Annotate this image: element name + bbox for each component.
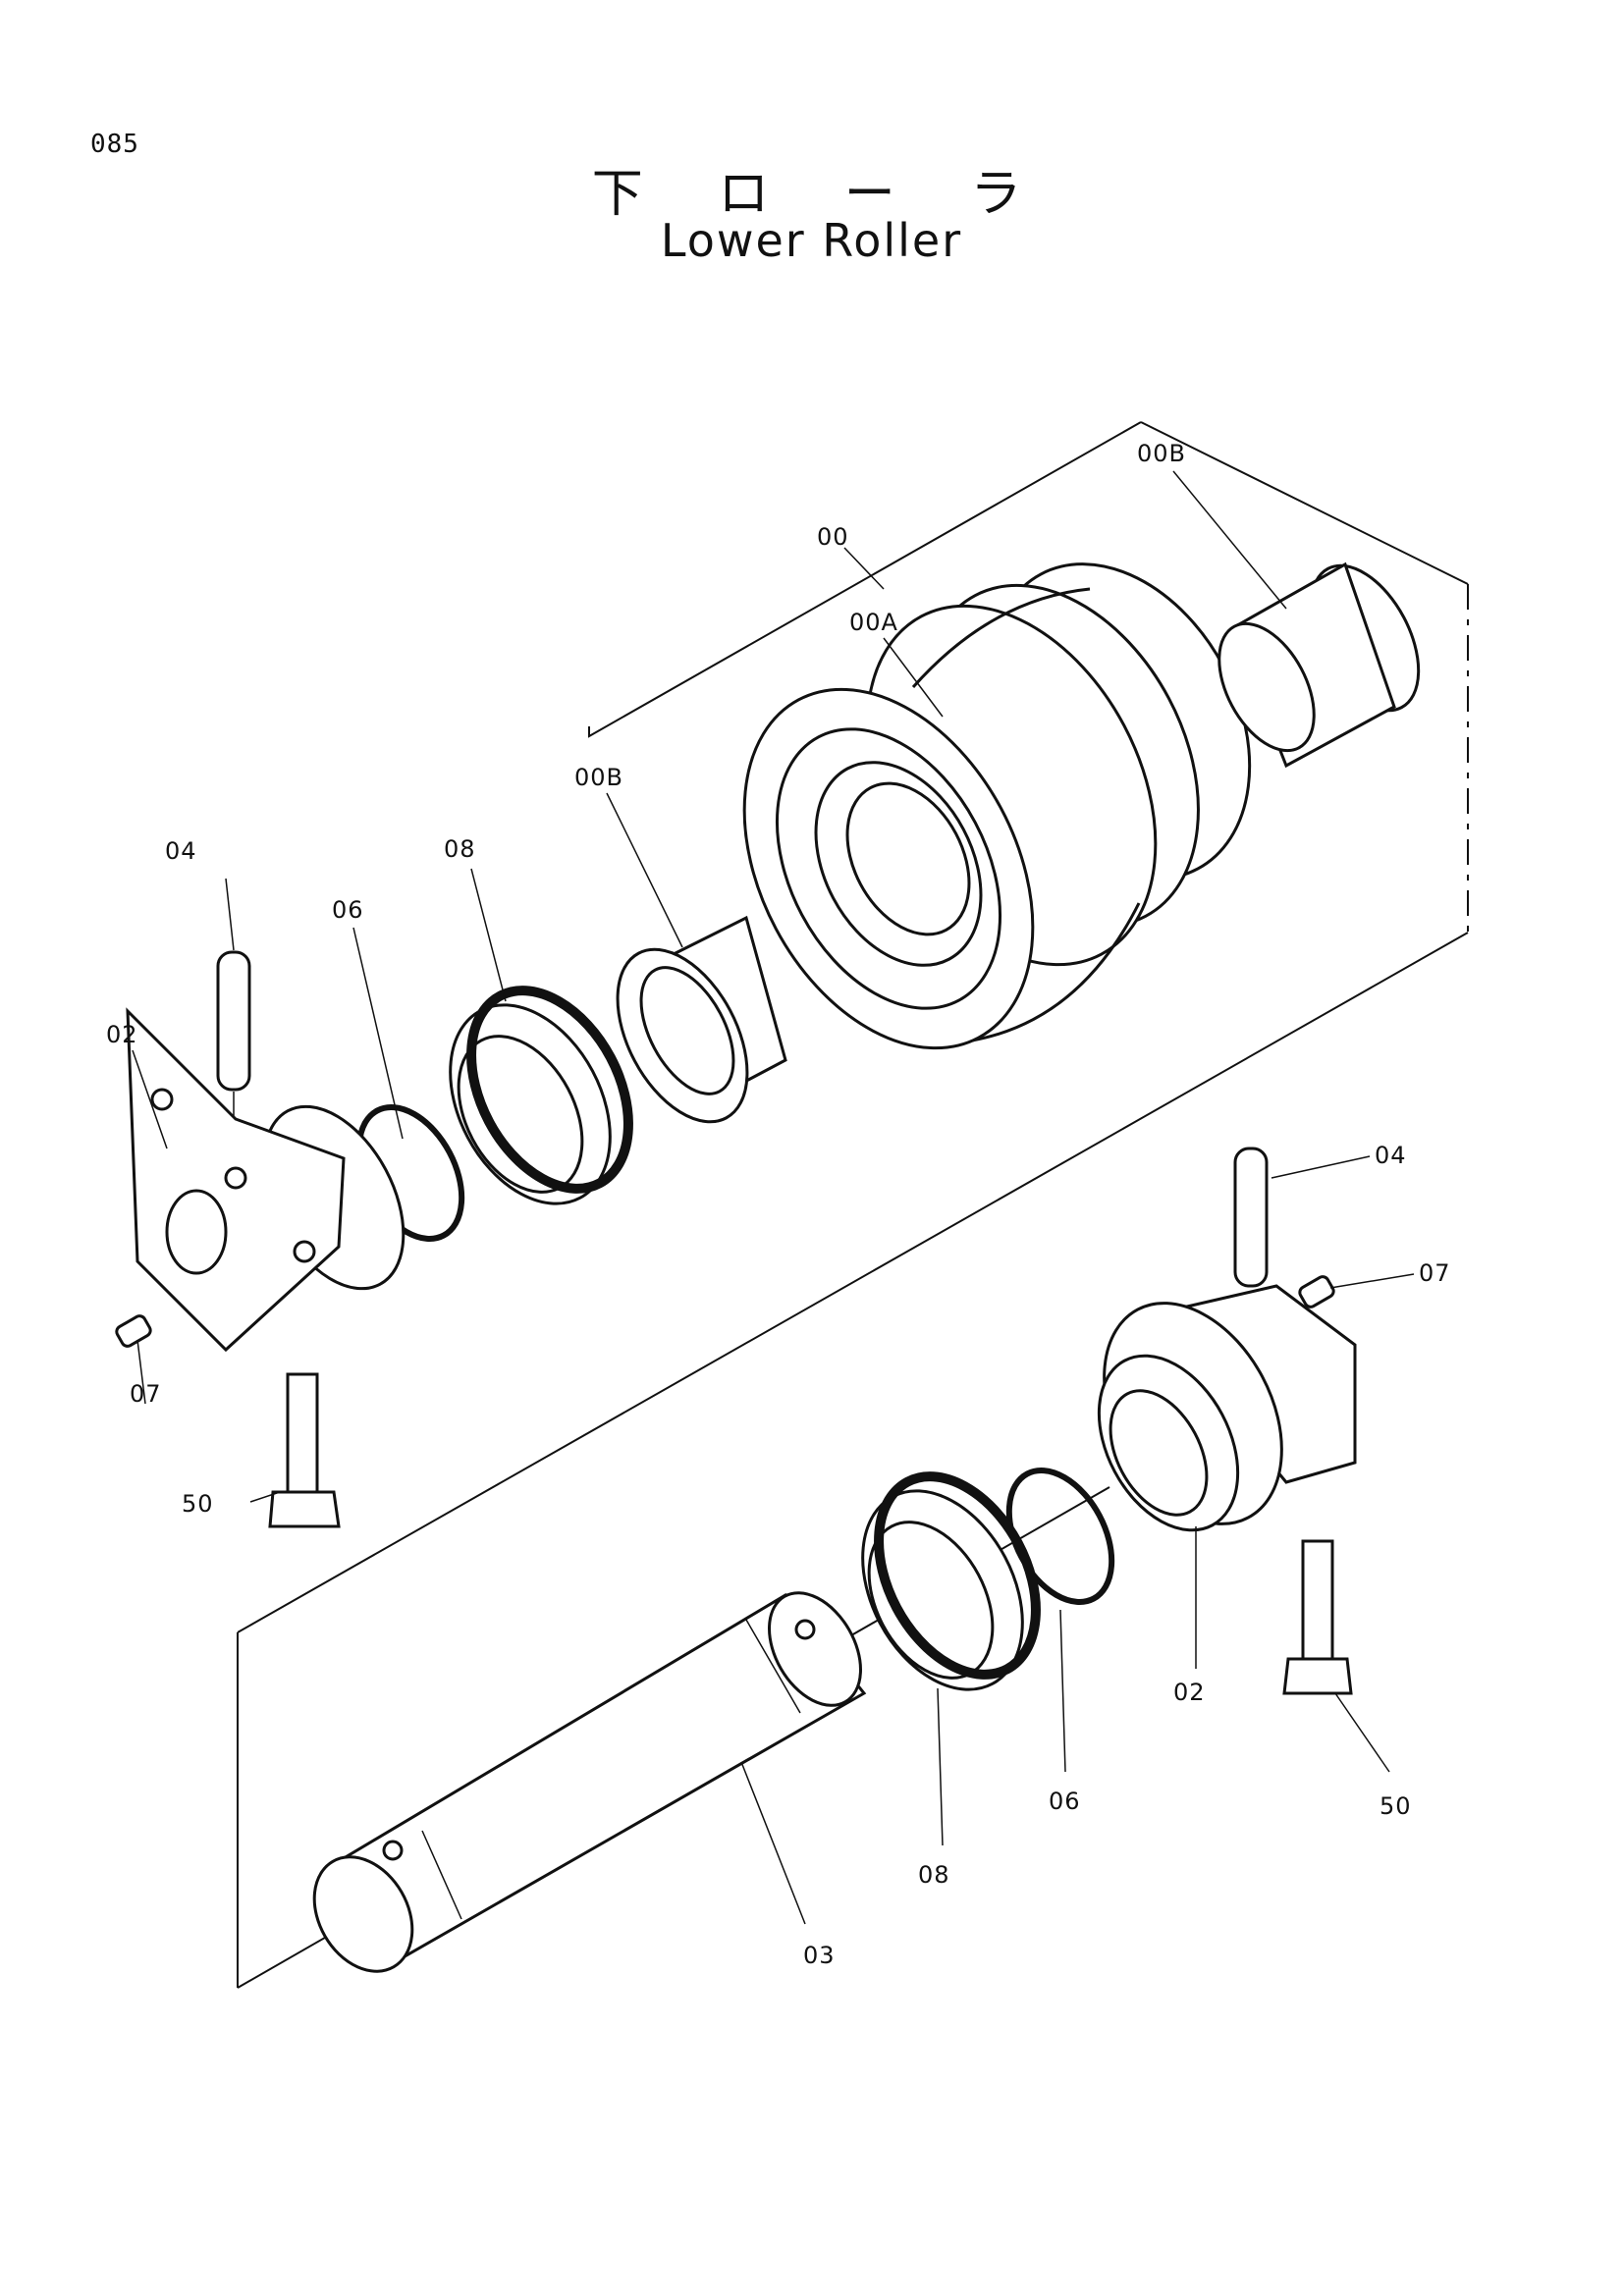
label-bushing-left: 00B [574, 764, 623, 791]
label-pin-left: 04 [165, 837, 197, 865]
floating-seal-left [449, 986, 633, 1205]
bushing-left [616, 915, 787, 1124]
label-plug-right: 07 [1419, 1259, 1451, 1287]
label-pin-right: 04 [1375, 1142, 1407, 1169]
label-collar-left: 02 [106, 1021, 138, 1048]
label-seal-left: 08 [444, 835, 476, 863]
label-assembly: 00 [817, 523, 849, 551]
collar-right [1097, 1284, 1357, 1532]
label-o-ring-left: 06 [332, 896, 364, 924]
label-bushing-top: 00B [1137, 440, 1186, 467]
title-english: Lower Roller [660, 214, 963, 267]
pin-left [216, 950, 251, 1144]
label-plug-left: 07 [130, 1380, 162, 1408]
leader-lines [132, 470, 1415, 1925]
lower-roller-drum [742, 562, 1252, 1050]
floating-seal-right [861, 1471, 1041, 1691]
plug-left [115, 1314, 152, 1348]
collar-left [126, 1007, 406, 1353]
page-number: 085 [90, 130, 139, 159]
label-collar-right: 02 [1173, 1679, 1206, 1706]
bushing-right [1217, 561, 1421, 769]
label-bolt-right: 50 [1380, 1792, 1412, 1820]
title-japanese: 下 ロ ー ラ [591, 165, 1052, 224]
pin-right [1233, 1147, 1269, 1288]
label-roller: 00A [849, 609, 898, 636]
label-seal-right: 08 [918, 1861, 950, 1889]
label-shaft: 03 [803, 1942, 836, 1969]
plug-right [1298, 1275, 1335, 1308]
label-o-ring-right: 06 [1049, 1788, 1081, 1815]
label-bolt-left: 50 [182, 1490, 214, 1518]
roller-shaft [312, 1591, 867, 1973]
bolt-right [1282, 1539, 1353, 1695]
bolt-left [268, 1372, 341, 1528]
